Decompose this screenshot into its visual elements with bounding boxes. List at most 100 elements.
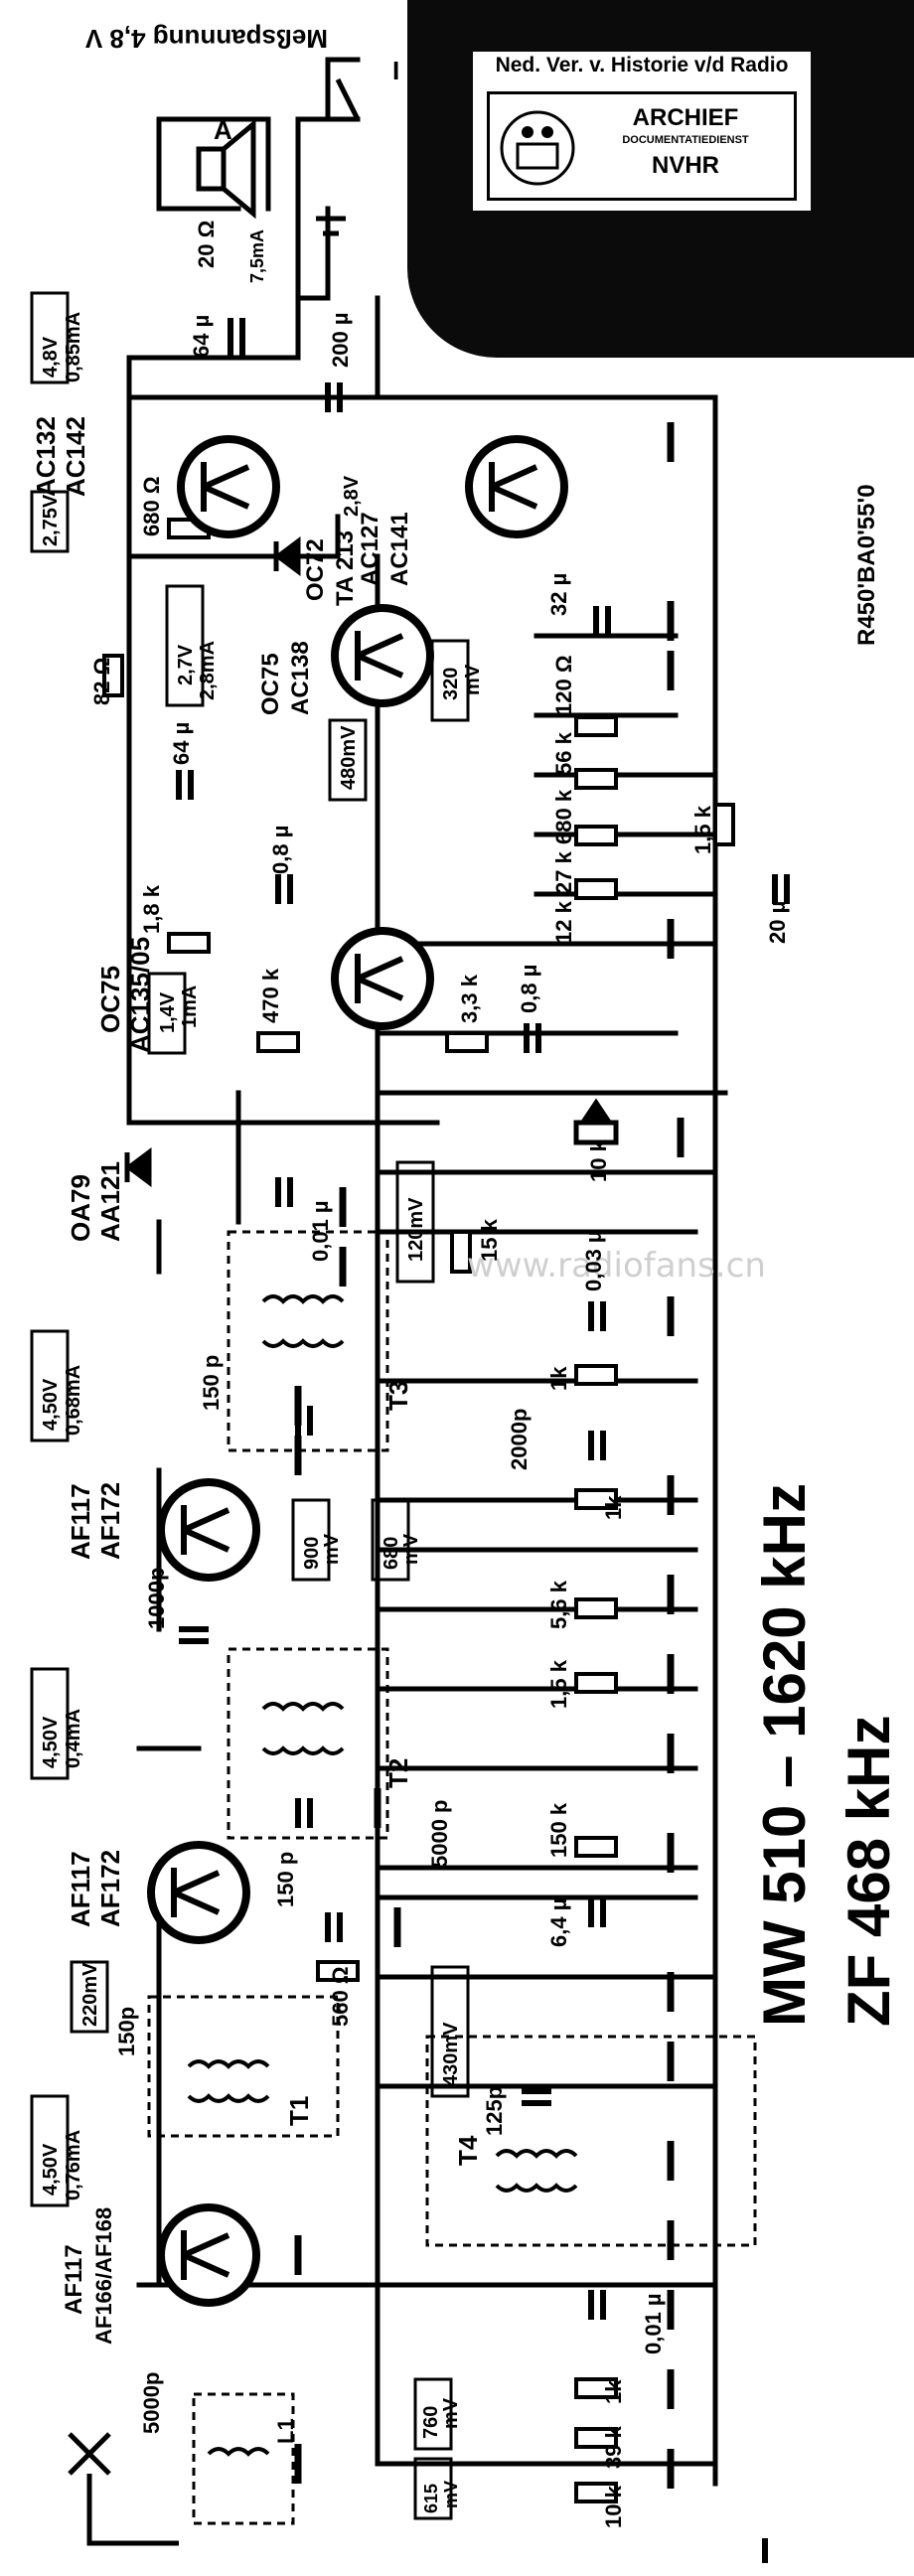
battery-switch (316, 77, 361, 236)
meas-driver-ac-v: 320 (440, 668, 462, 700)
label-ac142: AC142 (61, 416, 90, 497)
label-oc75-driver: OC75 (257, 653, 284, 715)
transistor-internals (171, 462, 538, 2280)
meas-af-v: 1,4V (157, 991, 179, 1033)
resistor-150k (574, 1836, 618, 1858)
meas-if2-ac2-v: 680 (381, 1537, 402, 1570)
value-c08a: 0,8 µ (268, 826, 293, 874)
measurement-boxes (30, 291, 470, 2520)
wire-rail-440 (375, 553, 728, 2467)
value-r680k: 680 k (551, 789, 576, 844)
resistor-3k3 (445, 1031, 489, 1053)
stamp-heading: Ned. Ver. v. Historie v/d Radio (495, 54, 789, 76)
supply-voltage-label: Meßspannung 4,8 V (84, 24, 328, 54)
meas-mixer-i: 0,76mA (63, 2130, 84, 2200)
wire-battery (295, 57, 361, 361)
shield-t4 (425, 2035, 757, 2247)
label-af172-if1: AF172 (95, 1850, 125, 1927)
shield-t3 (227, 1230, 389, 1452)
value-r3k3: 3,3 k (457, 974, 482, 1023)
meas-diode-v: 2,8V (341, 475, 363, 517)
value-c150p-t3: 150 p (199, 1355, 224, 1411)
label-ac127: AC127 (357, 512, 383, 586)
label-af117-if2: AF117 (66, 1483, 95, 1560)
diode-symbols (124, 536, 301, 1187)
value-r1k5: 1,5 k (690, 805, 715, 854)
value-r20: 20 Ω (194, 221, 219, 268)
value-r10k: 10 k (601, 2485, 626, 2528)
watermark: www.radiofans.cn (467, 1246, 766, 1286)
resistors (102, 518, 735, 2503)
value-c200: 200 µ (328, 313, 353, 369)
meas-if2-ac-unit: mV (321, 1533, 343, 1565)
value-r5k6: 5,6 k (546, 1580, 571, 1629)
meas-speaker-i: 7,5mA (247, 229, 267, 283)
value-c2000p: 2000p (507, 1409, 532, 1470)
value-c64-top: 64 µ (189, 315, 214, 358)
meas-if1-ac: 430mV (440, 2022, 462, 2086)
value-c20: 20 µ (765, 901, 790, 944)
band-mw-label: MW 510 – 1620 kHz (751, 1483, 818, 2027)
value-r120: 120 Ω (551, 656, 576, 715)
switch-label: I (392, 56, 399, 85)
resistor-1k-b (574, 1488, 618, 1510)
label-ac132: AC132 (31, 416, 61, 497)
meas-mixer-v: 4,50V (40, 2143, 62, 2196)
meas-af-ac: 120mV (405, 1197, 427, 1262)
stamp-archive-title: ARCHIEF (632, 104, 739, 131)
meas-af-i: 1mA (179, 985, 201, 1028)
label-l1: L1 (273, 2418, 298, 2444)
meas-if2-ac-v: 900 (301, 1537, 323, 1570)
value-r15k: 15 k (477, 1218, 502, 1262)
value-r1k-a: 1k (546, 1366, 571, 1391)
label-af166: AF166/AF168 (91, 2207, 116, 2345)
resistor-470k (256, 1031, 300, 1053)
meas-driver-v: 2,7V (175, 644, 197, 685)
label-af172-if2: AF172 (95, 1482, 125, 1560)
meas-output-v: 4,8V (40, 336, 62, 378)
meas-if1-i: 0,4mA (63, 1709, 84, 1768)
meas-osc-unit: mV (440, 2397, 462, 2429)
label-t2: T2 (383, 1758, 413, 1788)
shield-t2 (227, 1647, 389, 1840)
resistor-5k6 (574, 1597, 618, 1619)
meas-ant-unit: mV (441, 2481, 461, 2508)
meas-if2-ac2-unit: mV (400, 1533, 422, 1565)
wire-right-rail (126, 394, 718, 2487)
label-t1: T1 (284, 2096, 314, 2126)
speaker-symbol (196, 118, 256, 220)
resistor-1k5-b (574, 1672, 618, 1694)
resistor-39k (574, 2427, 618, 2449)
label-aa121: AA121 (95, 1161, 125, 1242)
resistor-1k5 (713, 803, 735, 846)
resistor-1k-c (574, 2377, 618, 2399)
meas-osc-v: 760 (420, 2406, 442, 2439)
label-ac138: AC138 (287, 641, 314, 715)
label-oa79: OA79 (66, 1174, 95, 1242)
value-r12k: 12 k (551, 900, 576, 944)
value-pot10k: 10 k (586, 1138, 611, 1182)
label-ta213: TA 213 (332, 530, 359, 606)
value-r82: 82 Ω (89, 658, 114, 705)
wire-rf-rail (136, 1090, 381, 2288)
diode-oc72 (273, 536, 301, 576)
label-ac141: AC141 (386, 512, 413, 586)
label-t4: T4 (453, 2135, 483, 2166)
value-c001-det: 0,01 µ (308, 1200, 333, 1262)
value-c5000p: 5000 p (427, 1800, 452, 1869)
value-c08b: 0,8 µ (517, 965, 541, 1013)
transformer-coils (187, 1294, 578, 2457)
meas-mixer-ac: 220mV (79, 1962, 101, 2027)
radio-logo-icon (500, 110, 575, 186)
value-r56: 56 k (551, 731, 576, 775)
label-af117-if1: AF117 (66, 1851, 95, 1927)
resistor-15k (450, 1230, 472, 1274)
value-r1k-b: 1k (601, 1495, 626, 1520)
label-t3: T3 (383, 1381, 413, 1411)
archive-stamp: Ned. Ver. v. Historie v/d Radio ARCHIEF … (473, 52, 811, 211)
value-r39k: 39 k (601, 2425, 626, 2469)
capacitors (176, 318, 790, 2563)
resistor-120 (574, 715, 618, 737)
